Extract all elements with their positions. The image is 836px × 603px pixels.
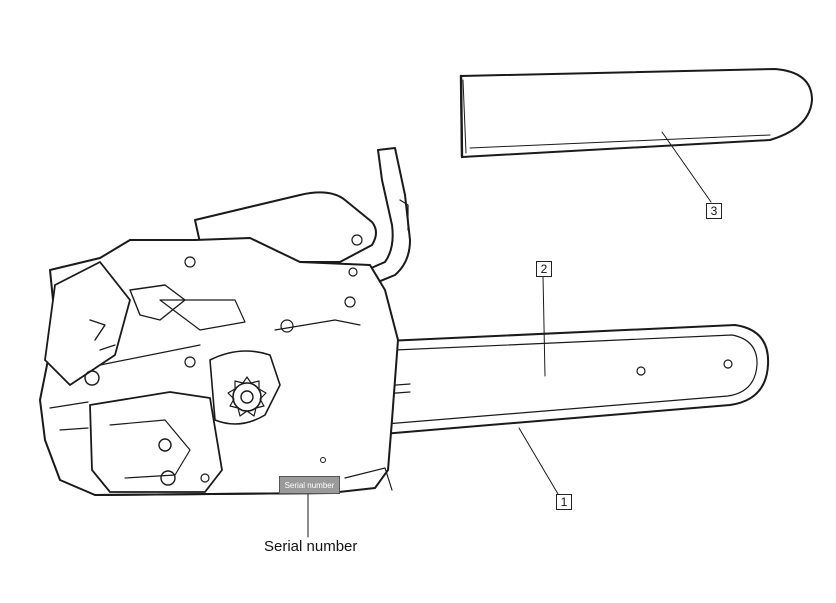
bar-cover — [459, 68, 813, 159]
leader-line-3 — [661, 131, 712, 203]
callout-2: 2 — [536, 261, 552, 277]
callout-3: 3 — [706, 203, 722, 219]
callout-1: 1 — [556, 494, 572, 510]
leader-line-2 — [542, 275, 546, 377]
serial-number-plate: Serial number — [279, 476, 340, 494]
leader-line-1 — [518, 427, 559, 495]
serial-number-caption: Serial number — [264, 538, 358, 555]
chainsaw-body — [39, 147, 411, 496]
